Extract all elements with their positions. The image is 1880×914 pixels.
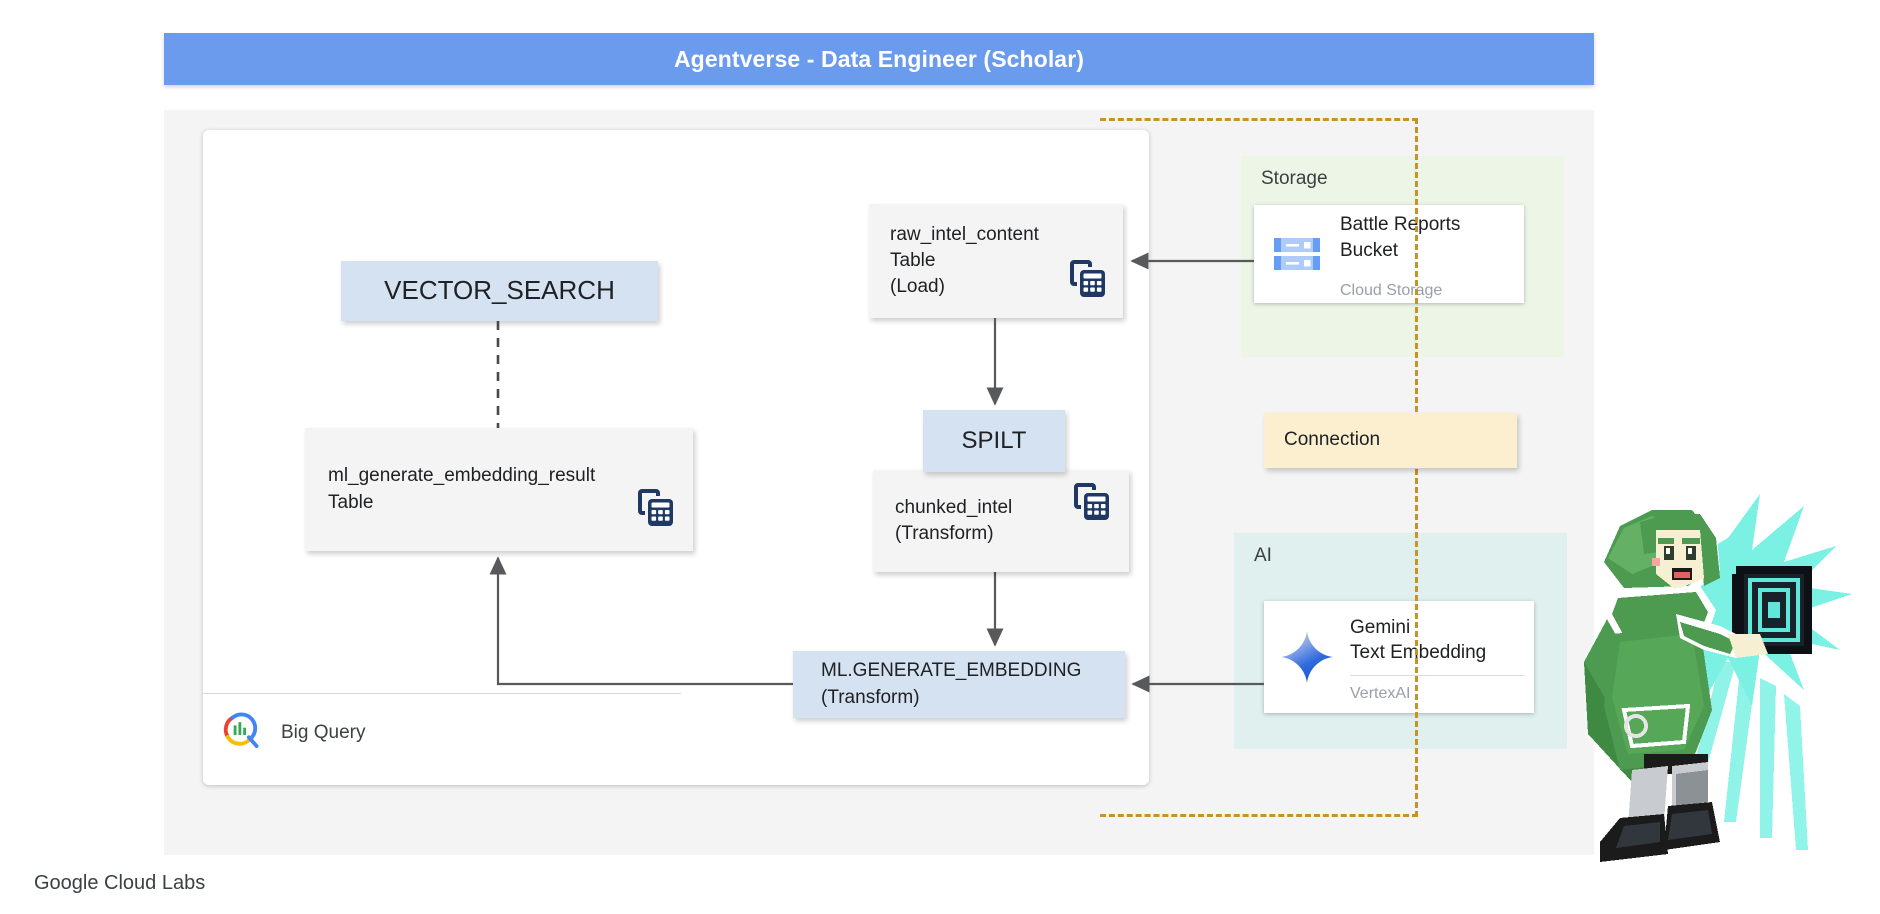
node-connection-label: Connection (1284, 429, 1381, 451)
node-ml-generate-embedding[interactable]: ML.GENERATE_EMBEDDING (Transform) (793, 651, 1125, 718)
node-raw-intel-content-table[interactable]: raw_intel_content Table (Load) (869, 204, 1123, 318)
card-gemini-subtitle: VertexAI (1350, 685, 1411, 703)
page-title: Agentverse - Data Engineer (Scholar) (673, 45, 1085, 72)
node-ml-generate-embedding-label: ML.GENERATE_EMBEDDING (Transform) (821, 660, 1082, 708)
node-connection[interactable]: Connection (1264, 413, 1517, 468)
card-gemini-text-embedding[interactable]: Gemini Text Embedding VertexAI (1264, 601, 1534, 713)
cloud-storage-icon (1254, 205, 1340, 303)
scholar-pixel-character (1552, 470, 1872, 870)
card-divider (1350, 675, 1524, 677)
table-icon (1071, 482, 1111, 527)
card-gemini-body: Gemini Text Embedding VertexAI (1350, 601, 1534, 713)
node-chunked-intel-table[interactable]: chunked_intel (Transform) (873, 470, 1129, 572)
card-battle-reports-bucket[interactable]: Battle Reports Bucket Cloud Storage (1254, 205, 1524, 303)
footer-brand: Google Cloud Labs (34, 872, 206, 894)
node-raw-intel-label: raw_intel_content Table (Load) (890, 223, 1039, 298)
bigquery-footer-divider (203, 693, 681, 694)
group-ai-label: AI (1254, 545, 1272, 566)
bigquery-label: Big Query (281, 721, 366, 743)
page-title-bar: Agentverse - Data Engineer (Scholar) (164, 33, 1594, 85)
card-gemini-title: Gemini Text Embedding (1350, 616, 1487, 663)
node-vector-search-label: VECTOR_SEARCH (384, 275, 615, 306)
node-ml-generate-embedding-result-table[interactable]: ml_generate_embedding_result Table (305, 428, 693, 551)
bigquery-footer: Big Query (219, 708, 365, 757)
gemini-sparkle-icon (1264, 601, 1350, 713)
group-storage-label: Storage (1261, 168, 1328, 189)
node-vector-search[interactable]: VECTOR_SEARCH (341, 261, 658, 321)
node-spilt-label: SPILT (961, 427, 1027, 455)
card-battle-reports-bucket-title: Battle Reports Bucket (1340, 214, 1461, 261)
table-icon (635, 488, 675, 533)
table-icon (1067, 259, 1107, 304)
bigquery-logo-icon (219, 708, 263, 757)
node-spilt[interactable]: SPILT (923, 410, 1065, 472)
node-ml-result-table-label: ml_generate_embedding_result Table (328, 465, 596, 513)
node-chunked-intel-label: chunked_intel (Transform) (895, 496, 1013, 544)
